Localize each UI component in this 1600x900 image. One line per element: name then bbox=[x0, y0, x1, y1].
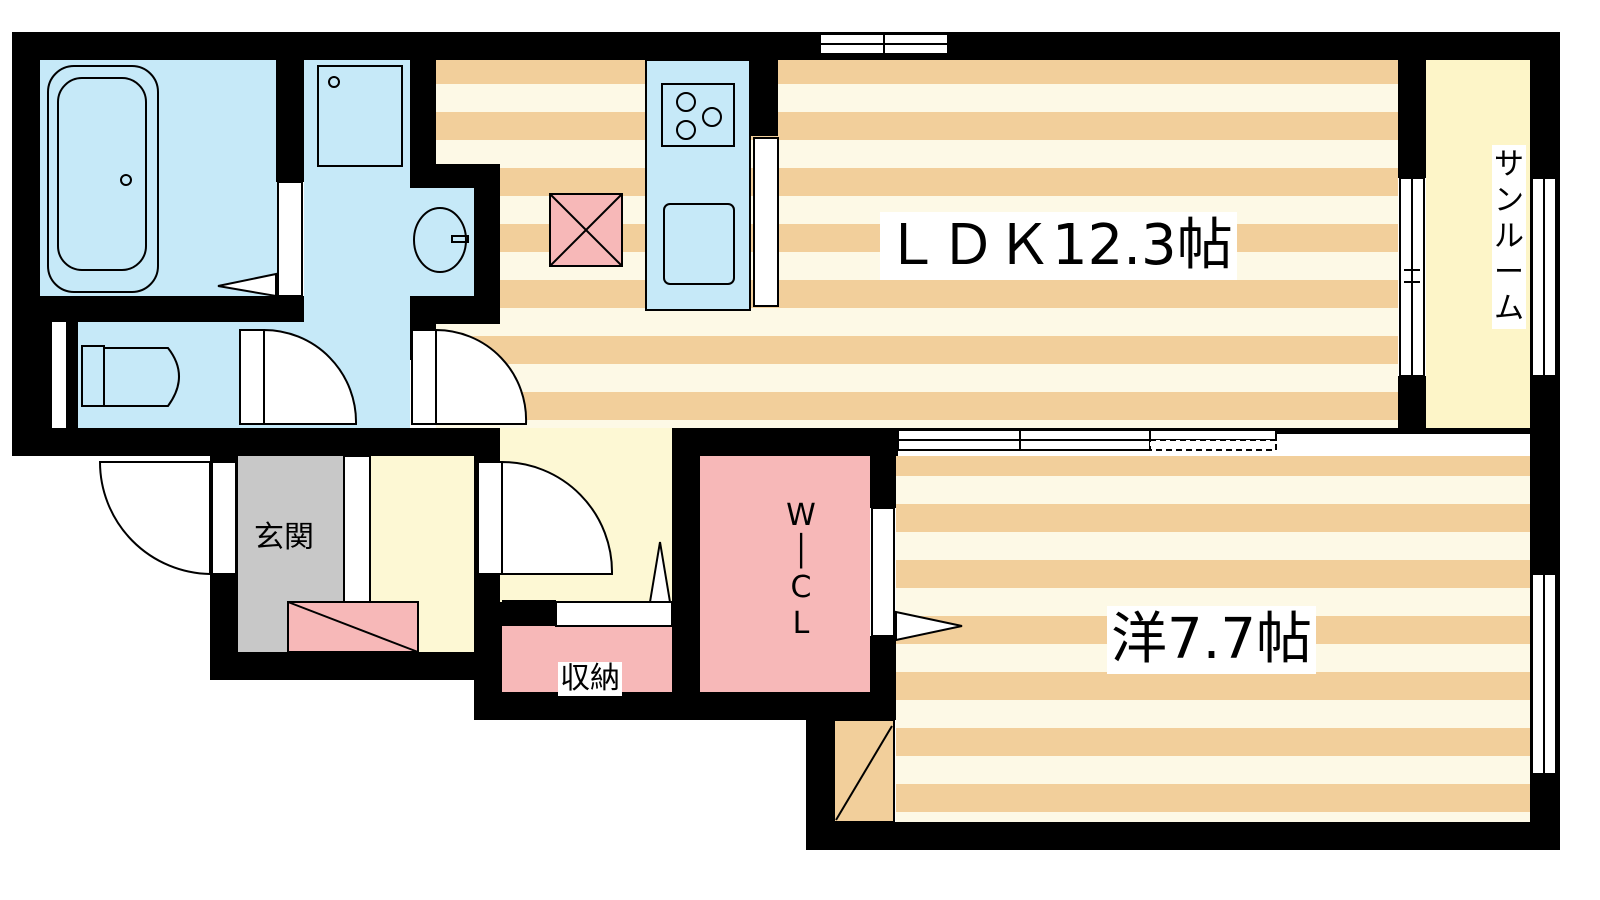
washing-machine-icon bbox=[317, 65, 403, 167]
entrance-label: 玄関 bbox=[254, 520, 314, 555]
storage-label: 収納 bbox=[558, 661, 622, 696]
walk-in-closet-floor bbox=[700, 456, 870, 692]
sunroom-window bbox=[1531, 177, 1557, 377]
sunroom-sliding-door bbox=[1399, 177, 1425, 377]
toilet-room-floor bbox=[78, 322, 238, 428]
ldk-western-sliding-door bbox=[897, 429, 1277, 451]
washbasin-icon bbox=[413, 207, 467, 273]
sunroom-label: サンルーム bbox=[1492, 145, 1526, 329]
closet-walls bbox=[672, 428, 898, 720]
stove-icon bbox=[661, 83, 735, 147]
door-swings bbox=[98, 328, 614, 576]
western-room-label: 洋7.7帖 bbox=[1107, 606, 1317, 674]
bathtub-icon bbox=[47, 65, 159, 293]
walk-in-closet-label: W│CL bbox=[786, 498, 816, 641]
ldk-room-label: ＬＤＫ12.3帖 bbox=[880, 212, 1237, 280]
ldk-top-window bbox=[819, 33, 949, 55]
western-room-window bbox=[1531, 573, 1557, 775]
fridge-space-icon bbox=[549, 193, 623, 267]
toilet-icon bbox=[81, 345, 180, 407]
inner-walls-wet bbox=[40, 60, 778, 428]
sink-icon bbox=[663, 203, 735, 285]
